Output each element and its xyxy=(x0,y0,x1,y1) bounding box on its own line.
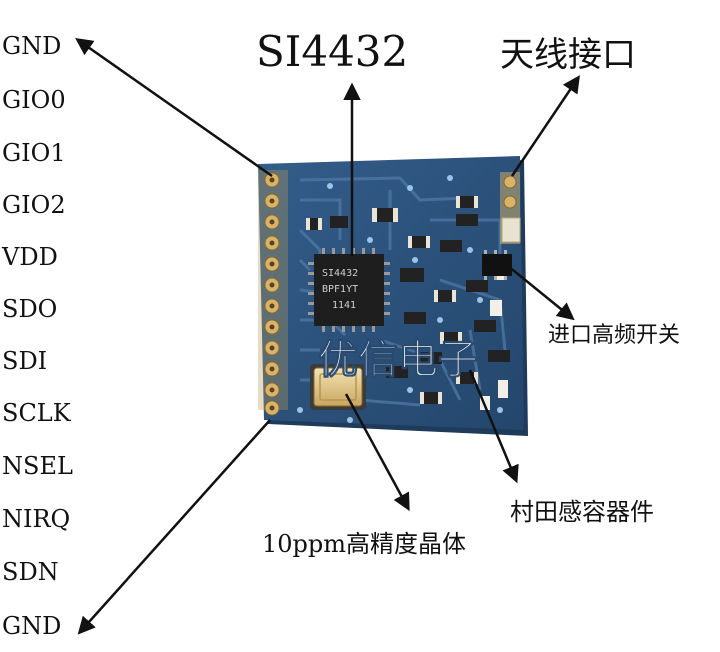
pcb-vias xyxy=(297,175,503,423)
watermark-text: 优信电子 xyxy=(318,337,478,383)
antenna-label: 天线接口 xyxy=(500,35,636,75)
pin-header xyxy=(258,170,288,416)
arrow-rf-switch xyxy=(507,265,575,321)
chip-marking-3: 1141 xyxy=(332,300,356,311)
passive-components xyxy=(306,196,510,410)
pin-label-gio2: GIO2 xyxy=(2,191,66,219)
arrow-murata-caps xyxy=(468,369,519,484)
si4432-chip: SI4432 BPF1YT 1141 xyxy=(308,248,390,332)
pin-label-sdn: SDN xyxy=(2,558,59,586)
arrow-gnd-bottom xyxy=(77,419,271,635)
rf-switch-label: 进口高频开关 xyxy=(548,323,680,348)
crystal-component xyxy=(310,364,366,410)
pin-label-sdi: SDI xyxy=(2,347,47,375)
arrow-antenna xyxy=(510,75,580,177)
arrow-crystal xyxy=(344,393,410,512)
chip-marking-2: BPF1YT xyxy=(322,284,358,295)
pin-label-gio0: GIO0 xyxy=(2,86,66,114)
chip-marking-1: SI4432 xyxy=(322,268,358,279)
pin-label-nirq: NIRQ xyxy=(2,505,70,533)
pin-label-sclk: SCLK xyxy=(2,399,72,427)
arrow-gnd-top xyxy=(75,37,273,178)
chip-title: SI4432 xyxy=(256,27,408,76)
pin-label-gnd-bottom: GND xyxy=(2,612,61,640)
callout-arrows xyxy=(75,37,580,635)
pin-label-list: GND GIO0 GIO1 GIO2 VDD SDO SDI SCLK NSEL… xyxy=(1,32,73,640)
antenna-pads xyxy=(500,172,521,244)
pin-label-gnd-top: GND xyxy=(2,32,61,60)
pin-label-sdo: SDO xyxy=(2,295,57,323)
pcb-board: SI4432 BPF1YT 1141 xyxy=(258,156,528,436)
murata-caps-label: 村田感容器件 xyxy=(510,498,654,526)
crystal-label: 10ppm高精度晶体 xyxy=(262,530,466,558)
pin-label-vdd: VDD xyxy=(1,243,58,271)
pin-label-gio1: GIO1 xyxy=(2,139,66,167)
pin-label-nsel: NSEL xyxy=(2,452,73,480)
rf-switch-component xyxy=(482,250,512,280)
